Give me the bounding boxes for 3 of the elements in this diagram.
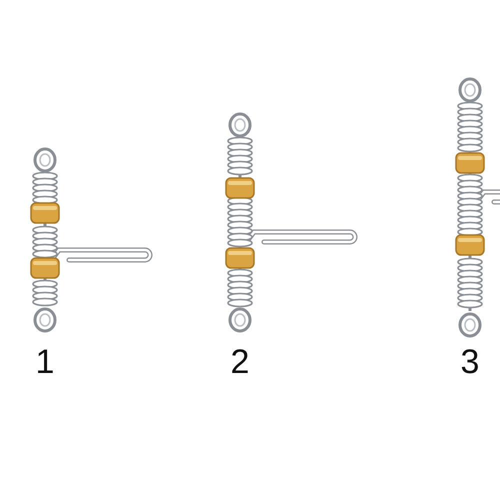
figure-number: 3 [460, 345, 480, 379]
figure-number: 1 [34, 345, 56, 379]
figure-number: 2 [230, 345, 250, 379]
